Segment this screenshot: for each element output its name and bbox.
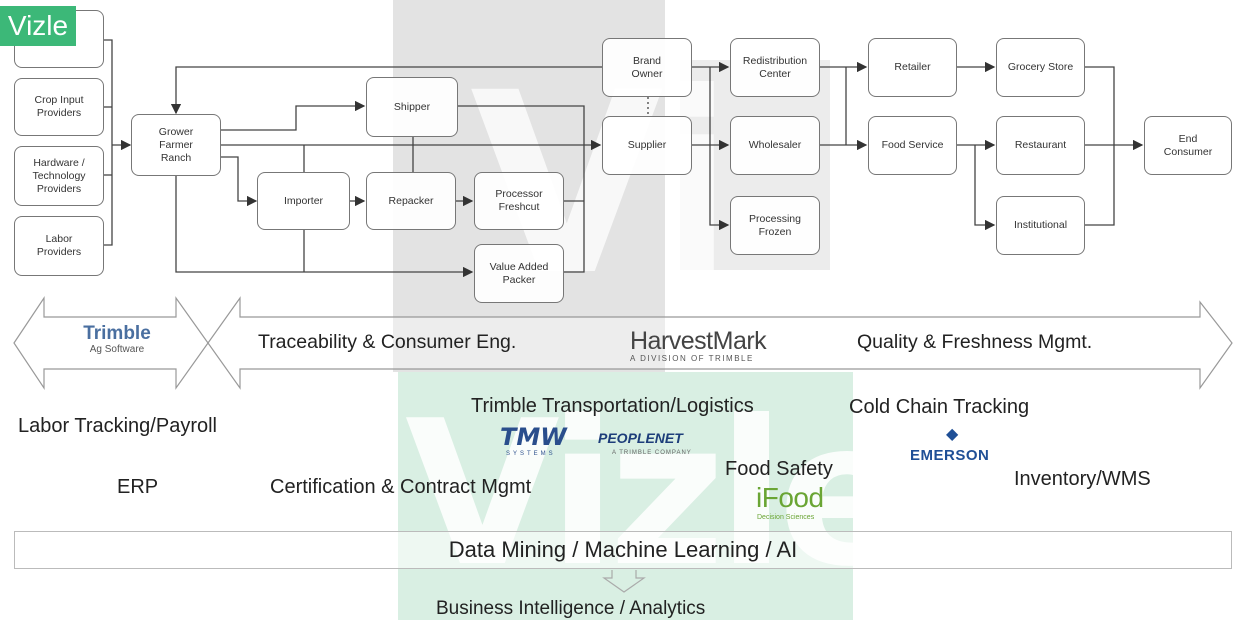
peoplenet-sub: A TRIMBLE COMPANY	[612, 450, 692, 456]
ifood-logo: iFood	[756, 482, 824, 513]
node-value-added-packer: Value Added Packer	[474, 244, 564, 303]
trimble-logo-sub: Ag Software	[89, 344, 145, 355]
node-repacker: Repacker	[366, 172, 456, 230]
traceability-label: Traceability & Consumer Eng.	[258, 331, 517, 353]
certification-contract-label: Certification & Contract Mgmt	[270, 476, 532, 498]
tmw-systems-logo: TMW	[500, 423, 567, 451]
node-food-service: Food Service	[868, 116, 957, 175]
node-redistribution-center: Redistribution Center	[730, 38, 820, 97]
emerson-logo: EMERSON	[910, 447, 990, 464]
node-processor-freshcut: Processor Freshcut	[474, 172, 564, 230]
quality-freshness-label: Quality & Freshness Mgmt.	[857, 331, 1093, 353]
node-retailer: Retailer	[868, 38, 957, 97]
ifood-sub: Decision Sciences	[757, 514, 815, 521]
transportation-logistics-label: Trimble Transportation/Logistics	[471, 395, 754, 417]
node-restaurant: Restaurant	[996, 116, 1085, 175]
node-processing-frozen: Processing Frozen	[730, 196, 820, 255]
erp-label: ERP	[117, 476, 159, 498]
data-mining-label: Data Mining / Machine Learning / AI	[448, 537, 798, 562]
traceability-band-arrow	[207, 296, 1233, 390]
node-wholesaler: Wholesaler	[730, 116, 820, 175]
harvestmark-logo-text: HarvestMark	[630, 327, 767, 355]
node-grower-farmer-ranch: Grower Farmer Ranch	[131, 114, 221, 176]
node-grocery-store: Grocery Store	[996, 38, 1085, 97]
trimble-logo-text: Trimble	[83, 323, 151, 344]
node-brand-owner: Brand Owner	[602, 38, 692, 97]
node-labor-providers: Labor Providers	[14, 216, 104, 276]
inventory-wms-label: Inventory/WMS	[1014, 468, 1151, 490]
emerson-icon: ◆	[946, 426, 959, 443]
cold-chain-label: Cold Chain Tracking	[849, 396, 1030, 418]
trimble-ag-software-logo: Trimble Ag Software	[72, 324, 162, 362]
watermark-green-block	[398, 372, 853, 620]
tmw-systems-sub: SYSTEMS	[506, 451, 556, 457]
down-arrow-icon	[602, 570, 646, 593]
vizle-logo: Vizle	[0, 6, 76, 46]
node-importer: Importer	[257, 172, 350, 230]
harvestmark-logo: HarvestMark A DIVISION OF TRIMBLE	[630, 327, 767, 363]
business-intelligence-label: Business Intelligence / Analytics	[436, 598, 706, 619]
food-safety-label: Food Safety	[725, 458, 833, 480]
node-shipper: Shipper	[366, 77, 458, 137]
node-hardware-technology-providers: Hardware / Technology Providers	[14, 146, 104, 206]
peoplenet-logo: PEOPLENET	[598, 430, 683, 446]
data-mining-box: Data Mining / Machine Learning / AI	[14, 531, 1232, 569]
labor-tracking-label: Labor Tracking/Payroll	[18, 415, 217, 437]
node-institutional: Institutional	[996, 196, 1085, 255]
node-end-consumer: End Consumer	[1144, 116, 1232, 175]
harvestmark-logo-sub: A DIVISION OF TRIMBLE	[630, 354, 754, 363]
node-supplier: Supplier	[602, 116, 692, 175]
node-crop-input-providers: Crop Input Providers	[14, 78, 104, 136]
